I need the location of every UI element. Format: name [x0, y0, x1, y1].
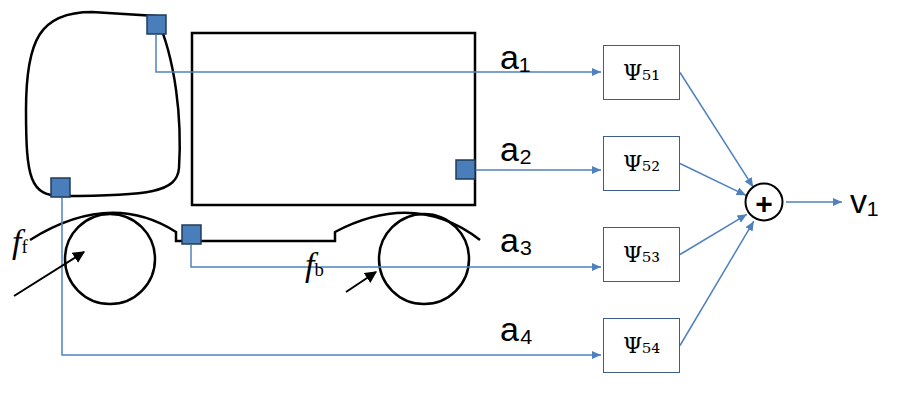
function-box: Ψ₅₃ [603, 227, 680, 282]
front-wheel [65, 214, 155, 304]
sensor [182, 225, 201, 244]
function-name: Ψ₅₃ [623, 242, 660, 267]
function-box: Ψ₅₁ [603, 45, 680, 100]
cargo-box [192, 33, 475, 205]
signal-name: a₂ [500, 132, 532, 166]
signal-connector [680, 221, 754, 345]
sum-sign: + [755, 187, 773, 221]
sensor-wire [191, 245, 601, 267]
signal-connector [680, 73, 753, 188]
function-box: Ψ₅₄ [603, 318, 680, 373]
signal-name: a₁ [500, 40, 530, 74]
signal-name: a₃ [500, 223, 533, 257]
signal-name: a₄ [500, 312, 533, 346]
signal-connector [680, 164, 746, 196]
function-name: Ψ₅₁ [623, 60, 660, 85]
force-arrow [346, 272, 376, 292]
sensor [456, 160, 475, 179]
function-name: Ψ₅₄ [623, 333, 660, 358]
sensor-wire [475, 169, 601, 171]
output-arrow [786, 201, 842, 203]
function-name: Ψ₅₂ [623, 151, 660, 176]
summing-junction: + [744, 182, 784, 226]
sensor-wire [62, 198, 601, 355]
function-box: Ψ₅₂ [603, 136, 680, 191]
sensor-wire [156, 35, 601, 72]
signal-name: v₁ [850, 184, 878, 218]
force-arrow [14, 252, 84, 296]
force-label: ff [12, 225, 28, 259]
back-wheel [379, 214, 469, 304]
sensor [147, 15, 166, 34]
force-label: fb [305, 248, 324, 282]
sensor [51, 178, 70, 197]
